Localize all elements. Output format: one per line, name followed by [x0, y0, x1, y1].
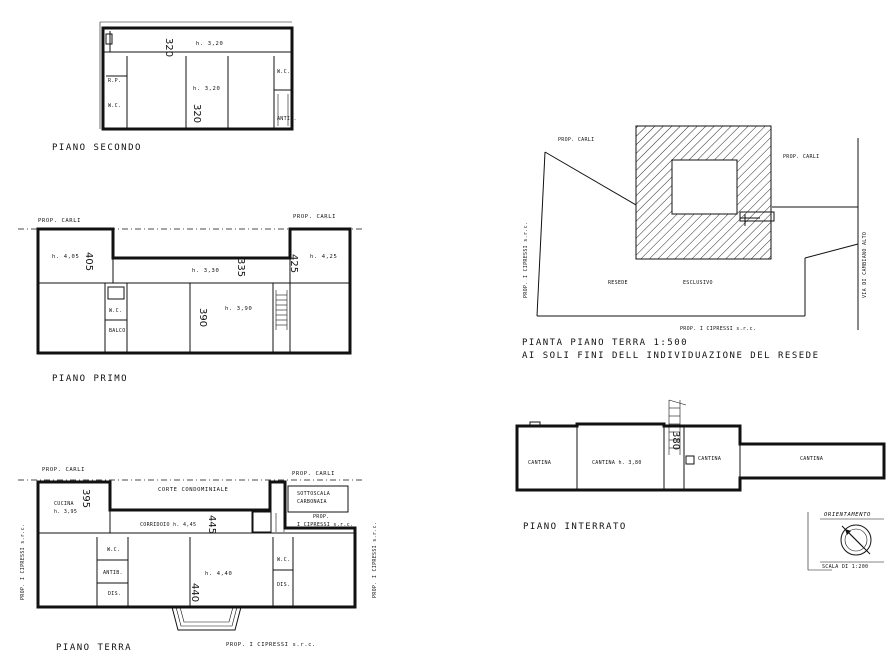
height-left-primo: h. 4,05: [52, 254, 79, 260]
dim-corridoio: 445: [206, 515, 217, 534]
plan-piano-interrato: CANTINA CANTINA h. 3,80 380 CANTINA CANT…: [515, 399, 886, 532]
dim-main-terra: 440: [189, 583, 200, 602]
dim-left-primo: 405: [83, 252, 94, 271]
scala-label: SCALA DI 1:200: [822, 564, 868, 570]
esclusivo-label: ESCLUSIVO: [683, 280, 713, 286]
height-corridor-secondo: h. 3,20: [196, 41, 223, 47]
wc-label-terra-left: W.C.: [107, 547, 120, 553]
compass-icon: [840, 524, 872, 556]
dis-label-terra-left: DIS.: [108, 591, 121, 597]
height-room-secondo: h. 3,20: [193, 86, 220, 92]
prop-right-mid-terra-2: I CIPRESSI s.r.c.: [297, 522, 353, 528]
balcony-label-primo: BALCO: [109, 328, 126, 334]
prop-carli-terra-left: PROP. CARLI: [42, 467, 85, 473]
site-plan-caption-1: PIANTA PIANO TERRA 1:500: [522, 338, 688, 348]
height-corridor-primo: h. 3,30: [192, 268, 219, 274]
dim-room-secondo: 320: [191, 104, 202, 123]
wc-label-terra-right: W.C.: [277, 557, 290, 563]
wc-label-secondo-right: W.C.: [277, 69, 290, 75]
prop-cipressi-terra-left: PROP. I CIPRESSI s.r.c.: [20, 524, 26, 600]
corte-condominiale-label: CORTE CONDOMINIALE: [158, 487, 228, 493]
cantina-label-3: CANTINA: [698, 456, 721, 462]
antib-label-terra: ANTIB.: [103, 570, 123, 576]
prop-carli-terra-right: PROP. CARLI: [292, 471, 335, 477]
antib-label-secondo: ANTIB.: [277, 116, 297, 122]
plan-piano-terra: PROP. CARLI PROP. CARLI CORTE CONDOMINIA…: [18, 467, 378, 653]
dim-corridor-primo: 335: [235, 258, 246, 277]
cantina-label-4: CANTINA: [800, 456, 823, 462]
cucina-label: CUCINA: [54, 501, 74, 507]
prop-cipressi-site-left: PROP. I CIPRESSI s.r.c.: [523, 222, 529, 298]
wc-label-primo: W.C.: [109, 308, 122, 314]
prop-carli-site-1: PROP. CARLI: [558, 137, 594, 143]
dim-corridor-secondo: 320: [163, 38, 174, 57]
site-plan-resede: PROP. CARLI PROP. CARLI RESEDE ESCLUSIVO…: [522, 125, 868, 361]
dim-cantina: 380: [670, 431, 681, 450]
height-cucina: h. 3,95: [54, 509, 77, 515]
height-main-terra: h. 4,40: [205, 571, 232, 577]
sottoscala-label: SOTTOSCALA: [297, 491, 330, 497]
dim-main-primo: 390: [197, 308, 208, 327]
prop-right-mid-terra: PROP.: [313, 514, 330, 520]
resede-label: RESEDE: [608, 280, 628, 286]
plan-piano-secondo: 320 h. 3,20 h. 3,20 320 W.C. W.C. R.P. A…: [52, 21, 297, 153]
prop-cipressi-site-bottom: PROP. I CIPRESSI s.r.c.: [680, 326, 756, 332]
corridoio-label: CORRIDOIO h. 4,45: [140, 522, 196, 528]
plan-piano-primo: PROP. CARLI PROP. CARLI h. 4,05 405 h. 3…: [18, 214, 362, 384]
prop-cipressi-terra-bottom: PROP. I CIPRESSI s.r.c.: [226, 642, 316, 648]
prop-cipressi-terra-right: PROP. I CIPRESSI s.r.c.: [372, 522, 378, 598]
prop-carli-primo-right: PROP. CARLI: [293, 214, 336, 220]
title-piano-interrato: PIANO INTERRATO: [523, 522, 627, 532]
title-piano-primo: PIANO PRIMO: [52, 374, 128, 384]
orientamento-label: ORIENTAMENTO: [824, 512, 871, 518]
wc-label-secondo-left: W.C.: [108, 103, 121, 109]
prop-carli-site-2: PROP. CARLI: [783, 154, 819, 160]
cantina-label-2: CANTINA h. 3,80: [592, 460, 642, 466]
dis-label-terra-right: DIS.: [277, 582, 290, 588]
prop-carli-primo-left: PROP. CARLI: [38, 218, 81, 224]
title-piano-terra: PIANO TERRA: [56, 643, 132, 653]
orientation-legend: ORIENTAMENTO SCALA DI 1:200: [807, 512, 884, 571]
via-cambiano-alto-label: VIA DI CAMBIANO ALTO: [862, 232, 868, 298]
title-piano-secondo: PIANO SECONDO: [52, 143, 142, 153]
dim-right-primo: 425: [288, 254, 299, 273]
site-plan-caption-2: AI SOLI FINI DELL INDIVIDUAZIONE DEL RES…: [522, 351, 820, 361]
height-right-primo: h. 4,25: [310, 254, 337, 260]
dim-cucina: 395: [80, 489, 91, 508]
carbonaia-label: CARBONAIA: [297, 499, 327, 505]
cantina-label-1: CANTINA: [528, 460, 551, 466]
height-main-primo: h. 3,90: [225, 306, 252, 312]
small-room-label-secondo: R.P.: [108, 78, 121, 84]
